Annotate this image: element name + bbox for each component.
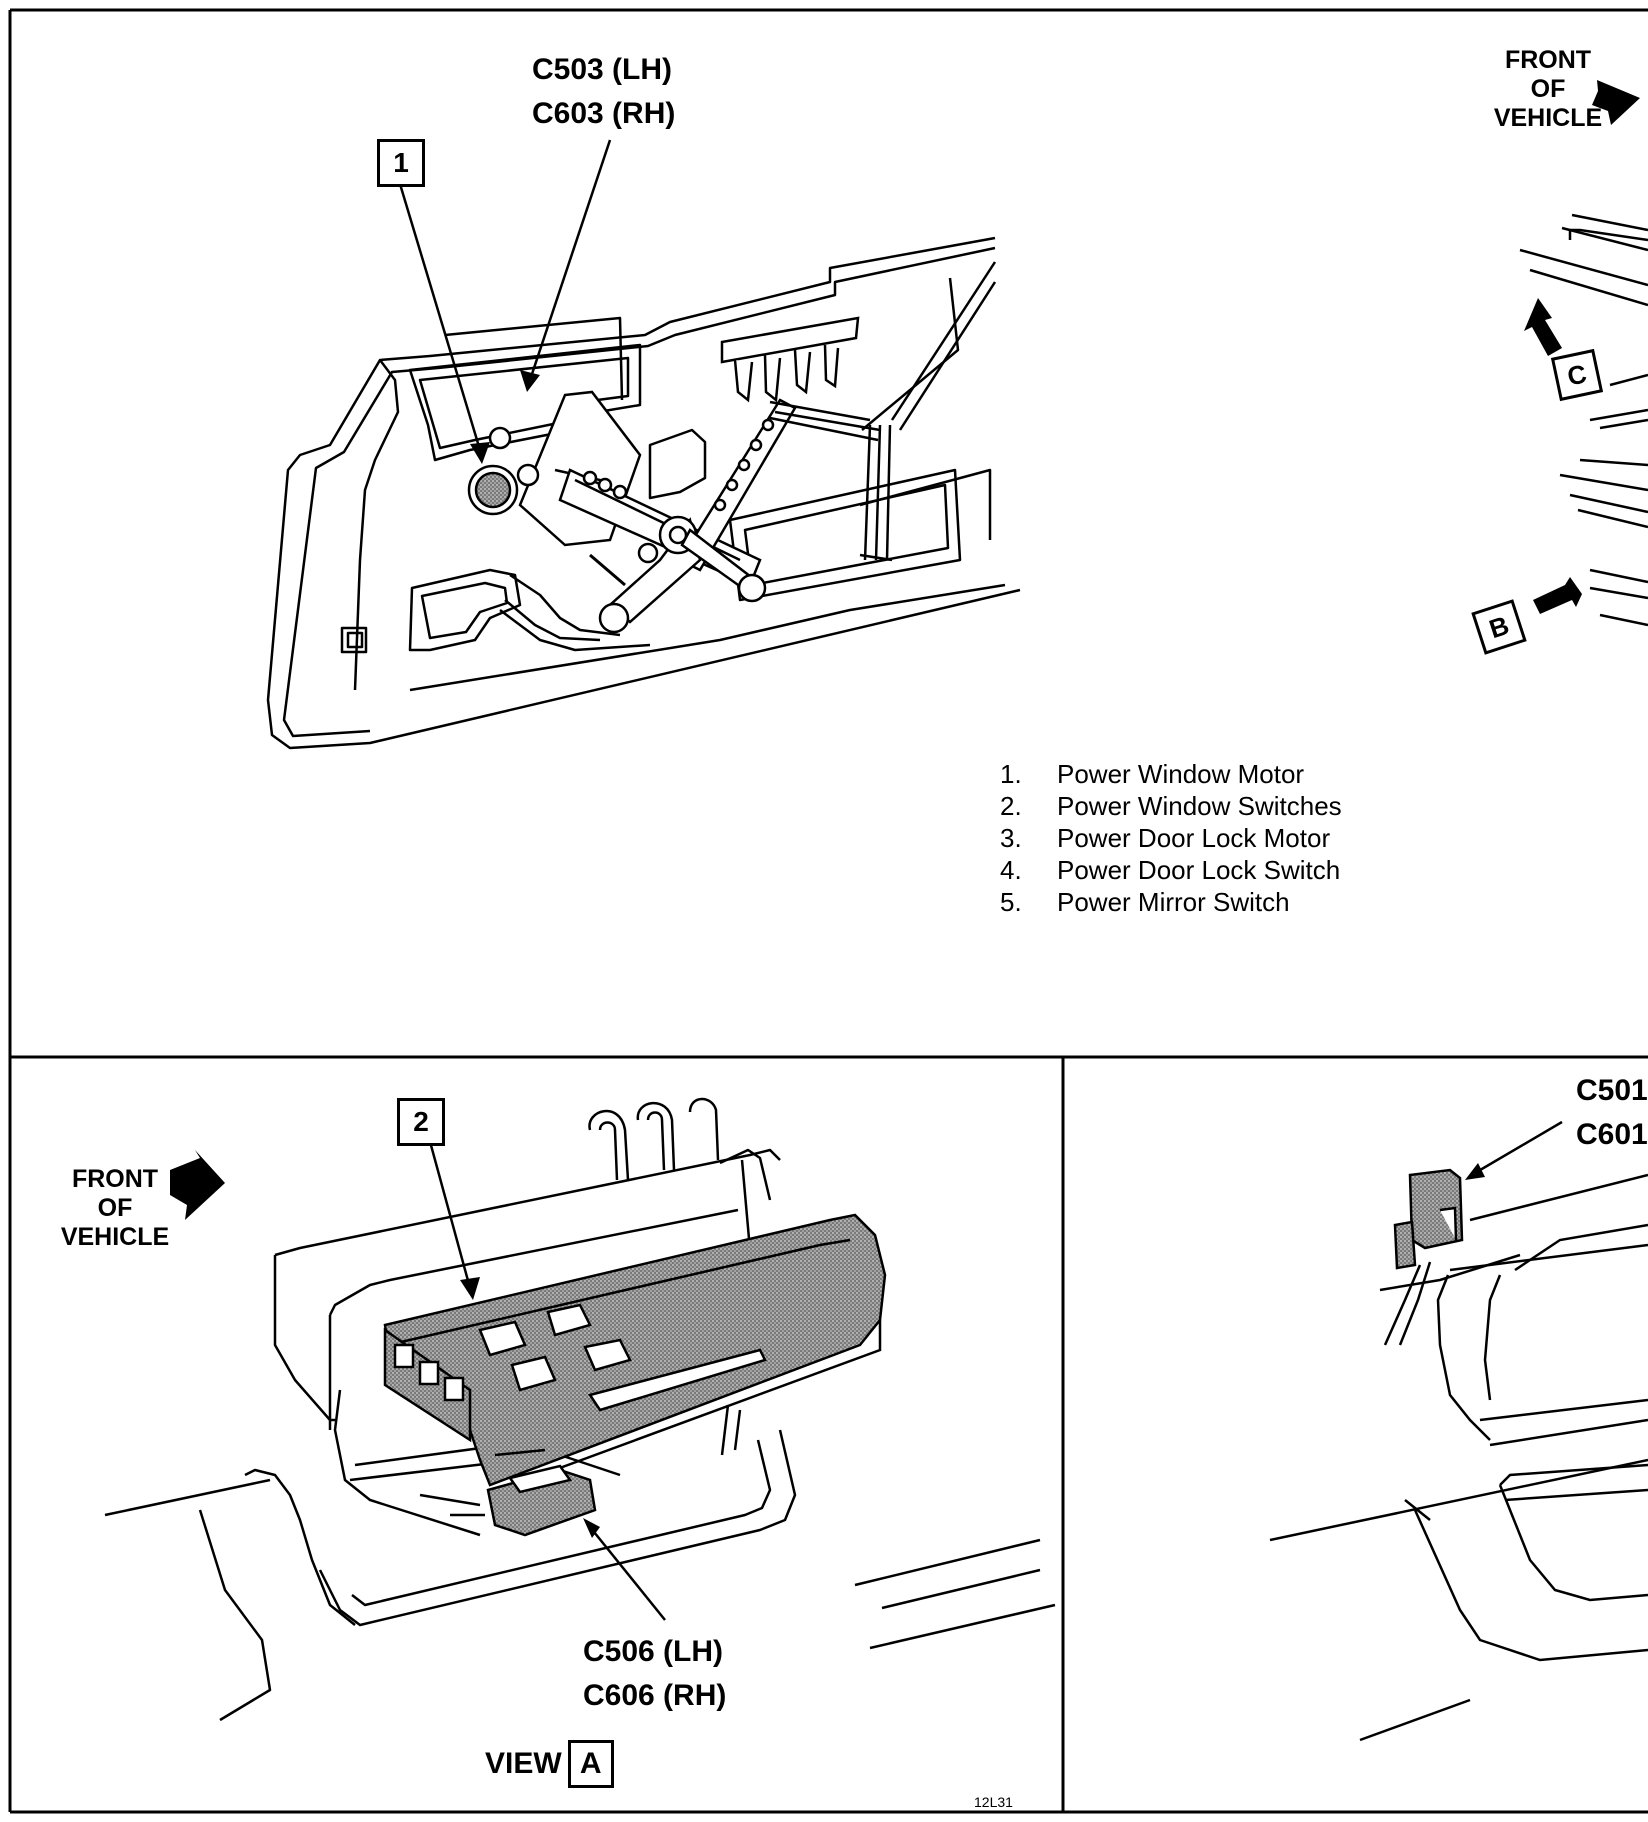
legend-number: 5.: [1000, 887, 1022, 917]
leader-arrowhead: [460, 1277, 480, 1300]
leader-arrowhead: [470, 442, 490, 464]
lock-clips: [720, 316, 860, 403]
front-of-vehicle-label-top: FRONT OF VEHICLE: [1478, 46, 1618, 133]
connector-label-c501: C501: [1576, 1074, 1648, 1107]
legend-number: 3.: [1000, 823, 1022, 853]
of-line: OF: [97, 1194, 133, 1222]
connector-label-c603: C603 (RH): [532, 97, 676, 130]
legend-item: 1. Power Window Motor: [1000, 758, 1342, 790]
view-a-box: A: [567, 1740, 614, 1788]
legend-text: Power Door Lock Switch: [1057, 855, 1341, 885]
leader-arrowhead: [583, 1518, 600, 1538]
view-c-marker: C: [1550, 348, 1604, 402]
figure-code: 12L31: [974, 1794, 1013, 1810]
connector-label-c606: C606 (RH): [583, 1679, 727, 1712]
legend-text: Power Door Lock Motor: [1057, 823, 1331, 853]
legend-number: 1.: [1000, 759, 1022, 789]
legend-number: 2.: [1000, 791, 1022, 821]
legend-item: 3. Power Door Lock Motor: [1000, 822, 1342, 854]
arrow-view-c: [1524, 298, 1562, 356]
of-line: OF: [1530, 75, 1566, 103]
power-window-switch-assembly: [383, 1213, 887, 1492]
legend-item: 2. Power Window Switches: [1000, 790, 1342, 822]
connector-label-c506: C506 (LH): [583, 1635, 724, 1668]
leader-arrowhead: [1465, 1163, 1485, 1180]
leader-c501: [1474, 1120, 1563, 1175]
connector-c506: [419, 1464, 597, 1537]
connector-c501: [1383, 1168, 1464, 1346]
door-sill-partial: [1519, 213, 1648, 627]
legend-item: 4. Power Door Lock Switch: [1000, 854, 1342, 886]
vehicle-line: VEHICLE: [60, 1223, 170, 1251]
leader-arrowhead: [520, 370, 540, 392]
armrest-right: [1269, 1173, 1648, 1742]
wire-harness: [769, 400, 893, 562]
legend-text: Power Window Motor: [1057, 759, 1305, 789]
connector-label-c503: C503 (LH): [532, 53, 673, 86]
door-inner-panel: [266, 236, 1021, 750]
power-window-motor: [467, 464, 519, 516]
front-of-vehicle-arrow-top: [1592, 80, 1640, 125]
front-of-vehicle-arrow-left: [170, 1150, 225, 1220]
legend-text: Power Window Switches: [1057, 791, 1342, 821]
legend-text: Power Mirror Switch: [1057, 887, 1290, 917]
panel-borders: [8, 8, 1648, 1814]
vehicle-line: VEHICLE: [1493, 104, 1603, 132]
window-regulator: [488, 390, 797, 634]
front-line: FRONT: [1504, 46, 1592, 74]
view-a-label: VIEW A: [485, 1740, 614, 1788]
front-of-vehicle-label-left: FRONT OF VEHICLE: [45, 1165, 185, 1252]
legend-item: 5. Power Mirror Switch: [1000, 886, 1342, 918]
top-leaders: [398, 139, 612, 451]
front-line: FRONT: [71, 1165, 159, 1193]
armrest: [104, 1148, 1056, 1722]
legend-number: 4.: [1000, 855, 1022, 885]
arrow-view-b: [1533, 577, 1582, 614]
connector-label-c601: C601: [1576, 1118, 1648, 1151]
bezel-opening: [333, 1097, 742, 1537]
callout-2: 2: [397, 1098, 445, 1146]
view-word: VIEW: [485, 1747, 562, 1780]
component-legend: 1. Power Window Motor 2. Power Window Sw…: [1000, 758, 1342, 918]
callout-1: 1: [377, 139, 425, 187]
